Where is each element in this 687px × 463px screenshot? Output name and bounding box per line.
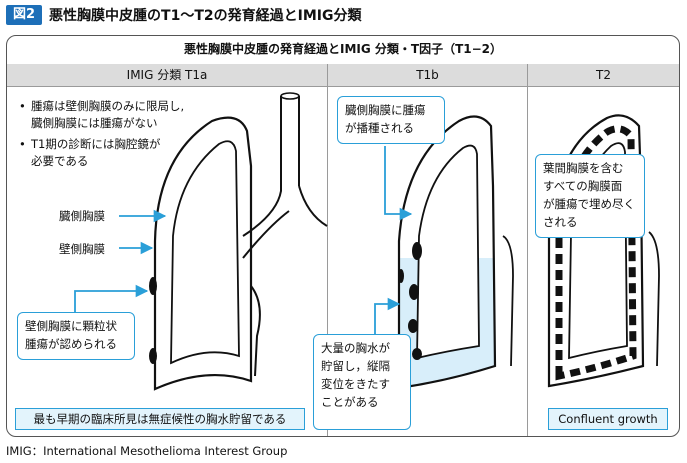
callout-line: 貯留し，縦隔 — [321, 359, 390, 373]
t2-summary: Confluent growth — [548, 408, 668, 430]
t1a-note-line: T1期の診断には胸腔鏡が — [31, 137, 161, 151]
callout-line: 葉間胸膜を含む — [543, 161, 624, 175]
tumor-nodule — [398, 269, 404, 283]
callout-line: 大量の胸水が — [321, 341, 390, 355]
mediastinal-contour-t1a — [250, 285, 261, 377]
mediastinal-contour-t1b — [502, 235, 514, 367]
bronchus-right — [298, 185, 328, 227]
t1a-note: • 腫瘍は壁側胸膜のみに限局し,臓側胸膜には腫瘍がない — [19, 99, 185, 130]
column-header-t2: T2 — [528, 64, 679, 86]
t1a-notes: • 腫瘍は壁側胸膜のみに限局し,臓側胸膜には腫瘍がない • T1期の診断には胸腔… — [19, 98, 219, 174]
trachea-right-wall — [242, 96, 282, 237]
figure-title-bar: 図2 悪性胸膜中皮腫のT1～T2の発育経過とIMIG分類 — [6, 4, 361, 26]
figure-title: 悪性胸膜中皮腫のT1～T2の発育経過とIMIG分類 — [49, 8, 362, 24]
bronchus-left — [242, 210, 290, 259]
callout-confluent: 葉間胸膜を含む すべての胸膜面 が腫瘍で埋め尽く される — [535, 154, 645, 238]
callout-line: が腫瘍で埋め尽く — [543, 197, 635, 211]
mediastinal-contour-t2 — [648, 231, 660, 367]
trachea-top — [280, 92, 300, 100]
lung-outline-t1b — [397, 115, 497, 390]
callout-line: ことがある — [321, 395, 379, 409]
t1a-note-line: 必要である — [31, 154, 89, 168]
t1a-summary: 最も早期の臨床所見は無症候性の胸水貯留である — [15, 408, 305, 430]
callout-line: 変位をきたす — [321, 377, 390, 391]
footnote: IMIG：International Mesothelioma Interest… — [6, 444, 288, 458]
t1a-note-line: 臓側胸膜には腫瘍がない — [31, 116, 158, 130]
visceral-pleura-t1a — [170, 140, 240, 365]
lung-outline-t1a — [153, 116, 253, 391]
callout-granular-tumor: 壁側胸膜に顆粒状 腫瘍が認められる — [17, 312, 135, 360]
lung-t1a — [149, 92, 328, 391]
callout-line: 壁側胸膜に顆粒状 — [25, 319, 117, 333]
column-divider-2 — [527, 64, 528, 436]
arrow-effusion — [374, 297, 401, 334]
label-visceral-pleura: 臓側胸膜 — [59, 209, 105, 223]
t1a-note-line: 腫瘍は壁側胸膜のみに限局し, — [31, 99, 185, 113]
header-divider — [7, 86, 679, 87]
collapsed-lung-t1b — [416, 144, 480, 360]
callout-effusion: 大量の胸水が 貯留し，縦隔 変位をきたす ことがある — [313, 334, 411, 430]
tumor-nodule — [149, 277, 157, 295]
tumor-nodule — [409, 284, 419, 300]
panel-heading: 悪性胸膜中皮腫の発育経過とIMIG 分類・T因子（T1−2） — [183, 42, 503, 56]
column-header-t1b: T1b — [328, 64, 527, 86]
arrow-disseminated — [384, 146, 413, 221]
t1a-note: • T1期の診断には胸腔鏡が必要である — [19, 137, 161, 168]
column-header-t1a: IMIG 分類 T1a — [7, 64, 327, 86]
callout-line: 腫瘍が認められる — [25, 337, 117, 351]
label-parietal-pleura: 壁側胸膜 — [59, 242, 105, 256]
tumor-nodule — [408, 319, 418, 333]
arrow-granular-tumor — [74, 284, 149, 312]
callout-line: すべての胸膜面 — [543, 179, 623, 193]
tumor-nodule — [149, 348, 157, 364]
callout-line: が播種される — [345, 121, 414, 135]
diagram-panel: 悪性胸膜中皮腫の発育経過とIMIG 分類・T因子（T1−2） IMIG 分類 T… — [6, 35, 680, 437]
column-divider-1 — [327, 64, 328, 436]
callout-line: される — [543, 215, 578, 229]
callout-disseminated: 臓側胸膜に腫瘍 が播種される — [337, 96, 445, 144]
callout-line: 臓側胸膜に腫瘍 — [345, 103, 426, 117]
lung-t1b — [397, 115, 514, 390]
tumor-nodule — [412, 242, 422, 260]
figure-badge: 図2 — [6, 5, 43, 25]
tumor-nodule — [412, 348, 422, 360]
